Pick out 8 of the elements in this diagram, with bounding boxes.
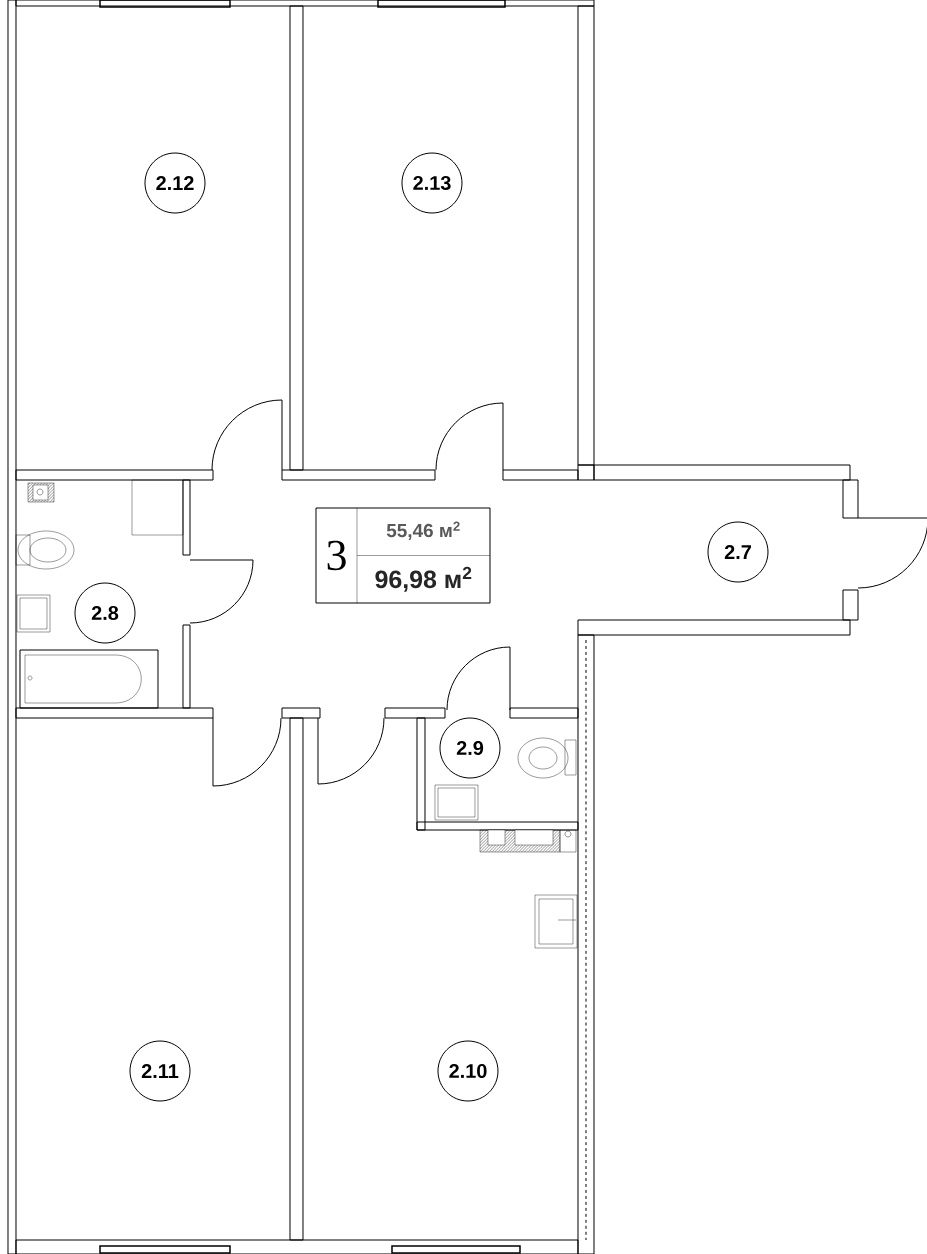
- room-number: 2.13: [401, 152, 463, 214]
- room-number: 2.7: [707, 521, 769, 583]
- room-number: 2.10: [437, 1040, 499, 1102]
- area-table: 3 55,46 м$^{2}$ 96,98 м$^{2}$: [315, 507, 491, 604]
- room-number: 2.11: [129, 1040, 191, 1102]
- room-number: 2.8: [74, 582, 136, 644]
- room-number: 2.9: [439, 717, 501, 779]
- room-number: 2.12: [144, 152, 206, 214]
